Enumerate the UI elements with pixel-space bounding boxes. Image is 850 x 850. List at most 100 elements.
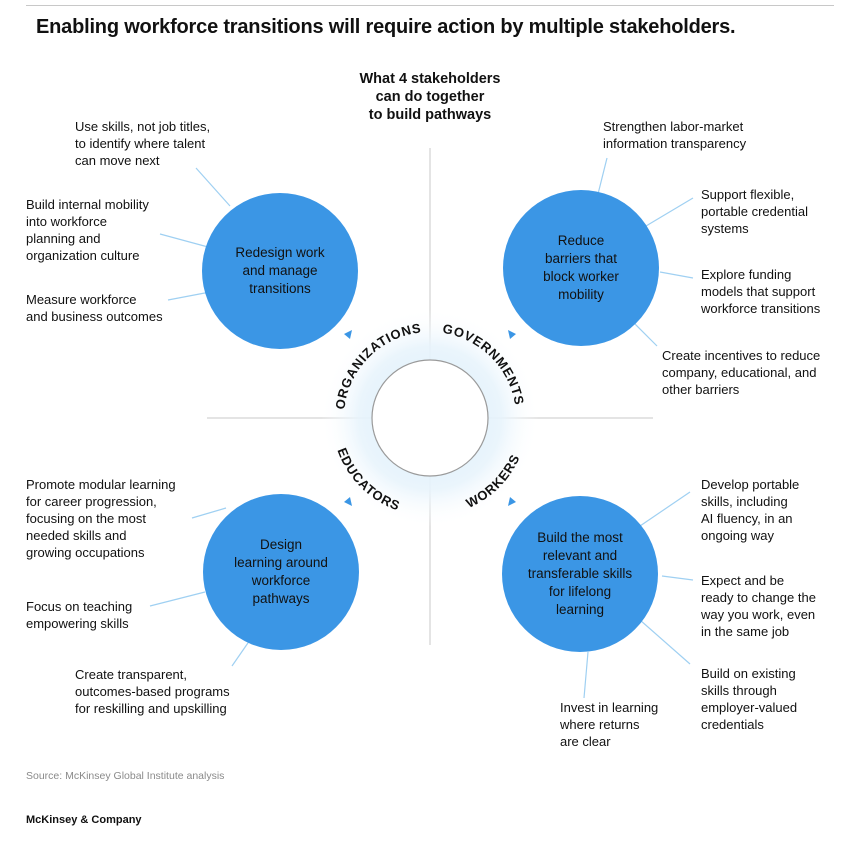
note-line: Support flexible,	[701, 187, 795, 202]
circle-label-line: mobility	[558, 287, 604, 302]
source-note: Source: McKinsey Global Institute analys…	[26, 770, 225, 782]
connector-line	[583, 651, 589, 699]
circle-label-line: barriers that	[544, 251, 618, 266]
circle-label-line: transferable skills	[527, 566, 633, 581]
note-line: Develop portable	[701, 477, 800, 492]
note-line: AI fluency, in an	[701, 511, 793, 526]
connector-line	[633, 322, 658, 347]
connector-line	[195, 167, 231, 207]
center-heading: What 4 stakeholders can do together to b…	[300, 70, 560, 124]
connector-line	[159, 233, 209, 248]
note-line: Expect and be	[701, 573, 785, 588]
action-note: Create incentives to reduce company, edu…	[662, 347, 820, 398]
note-line: systems	[701, 221, 749, 236]
note-line: Explore funding	[701, 267, 792, 282]
note-line: in the same job	[701, 624, 790, 639]
center-heading-line: can do together	[375, 89, 485, 105]
connector-line	[645, 197, 694, 227]
circle-label-line: learning around	[234, 555, 328, 570]
circle-label-line: pathways	[252, 591, 310, 606]
connector-line	[639, 491, 691, 527]
circle-educators: Design learning around workforce pathway…	[203, 494, 359, 650]
note-line: skills, including	[701, 494, 788, 509]
action-note: Explore funding models that support work…	[701, 266, 820, 317]
note-line: focusing on the most	[26, 511, 146, 526]
note-line: Measure workforce	[26, 292, 137, 307]
pointer-triangle-organizations	[344, 330, 352, 339]
note-line: needed skills and	[26, 528, 127, 543]
note-line: into workforce	[26, 214, 107, 229]
brand-logo: McKinsey & Company	[26, 814, 142, 826]
circle-label-line: Redesign work	[235, 245, 325, 260]
action-note: Develop portable skills, including AI fl…	[701, 476, 799, 544]
circle-label-line: block worker	[543, 269, 619, 284]
note-line: ongoing way	[701, 528, 774, 543]
note-line: for reskilling and upskilling	[75, 701, 227, 716]
note-line: ready to change the	[701, 590, 816, 605]
note-line: other barriers	[662, 382, 740, 397]
pointer-triangle-educators	[344, 497, 352, 506]
action-note: Expect and be ready to change the way yo…	[701, 572, 816, 640]
circle-label-line: transitions	[249, 281, 311, 296]
note-line: and business outcomes	[26, 309, 163, 324]
circle-label: Reduce barriers that block worker mobili…	[521, 232, 641, 304]
circle-label-line: and manage	[242, 263, 318, 278]
action-note: Use skills, not job titles, to identify …	[75, 118, 210, 169]
circle-organizations: Redesign work and manage transitions	[202, 193, 358, 349]
circle-label-line: relevant and	[542, 548, 618, 563]
note-line: Create transparent,	[75, 667, 188, 682]
connector-line	[167, 291, 211, 301]
note-line: outcomes-based programs	[75, 684, 230, 699]
action-note: Create transparent, outcomes-based progr…	[75, 666, 230, 717]
pointer-triangle-workers	[508, 497, 516, 506]
connector-line	[661, 575, 694, 581]
note-line: to identify where talent	[75, 136, 206, 151]
action-note: Focus on teaching empowering skills	[26, 598, 132, 632]
circle-label: Build the most relevant and transferable…	[510, 529, 650, 619]
note-line: credentials	[701, 717, 764, 732]
note-line: planning and	[26, 231, 101, 246]
circle-governments: Reduce barriers that block worker mobili…	[503, 190, 659, 346]
action-note: Support flexible, portable credential sy…	[701, 186, 808, 237]
connector-line	[659, 271, 694, 279]
circle-label-line: for lifelong	[548, 584, 612, 599]
note-line: empowering skills	[26, 616, 129, 631]
note-line: way you work, even	[701, 607, 816, 622]
note-line: Build on existing	[701, 666, 796, 681]
circle-label-line: workforce	[251, 573, 311, 588]
circle-label-line: Build the most	[537, 530, 623, 545]
note-line: Invest in learning	[560, 700, 659, 715]
note-line: organization culture	[26, 248, 140, 263]
circle-label-line: Reduce	[557, 233, 605, 248]
note-line: where returns	[560, 717, 640, 732]
note-line: information transparency	[603, 136, 747, 151]
note-line: company, educational, and	[662, 365, 817, 380]
note-line: Strengthen labor-market	[603, 119, 744, 134]
circle-label-line: learning	[555, 602, 605, 617]
action-note: Build internal mobility into workforce p…	[26, 196, 149, 264]
center-heading-line: What 4 stakeholders	[359, 71, 501, 87]
note-line: Create incentives to reduce	[662, 348, 821, 363]
note-line: skills through	[701, 683, 777, 698]
note-line: workforce transitions	[701, 301, 821, 316]
pointer-triangle-governments	[508, 330, 516, 339]
center-heading-line: to build pathways	[368, 107, 492, 123]
center-hub	[371, 359, 489, 477]
action-note: Strengthen labor-market information tran…	[603, 118, 746, 152]
action-note: Measure workforce and business outcomes	[26, 291, 163, 325]
note-line: employer-valued	[701, 700, 798, 715]
circle-label: Design learning around workforce pathway…	[221, 536, 341, 608]
circle-label: Redesign work and manage transitions	[220, 244, 340, 298]
note-line: Promote modular learning	[26, 477, 176, 492]
note-line: growing occupations	[26, 545, 145, 560]
note-line: models that support	[701, 284, 816, 299]
connector-line	[191, 507, 227, 519]
note-line: portable credential	[701, 204, 808, 219]
connector-line	[597, 157, 608, 195]
connector-line	[231, 639, 251, 667]
connector-line	[149, 591, 206, 607]
note-line: can move next	[75, 153, 160, 168]
note-line: Build internal mobility	[26, 197, 149, 212]
action-note: Build on existing skills through employe…	[701, 665, 797, 733]
